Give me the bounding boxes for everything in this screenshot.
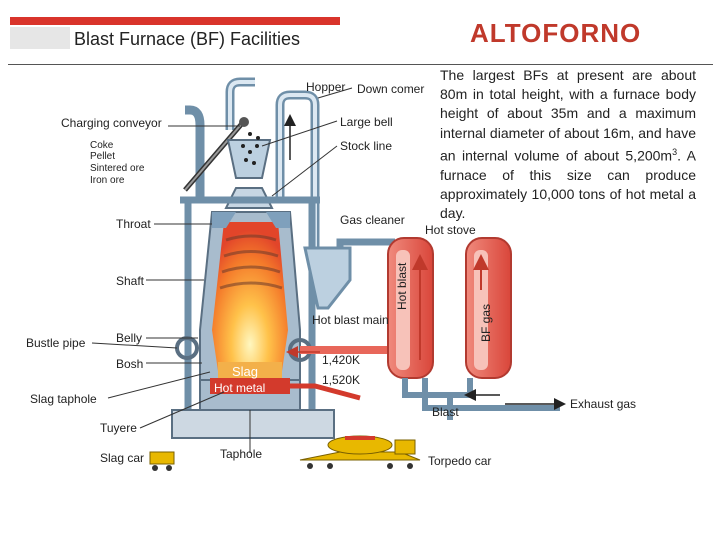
label-hot-blast-vertical: Hot blast [395, 262, 409, 310]
stove-2-chamber [474, 250, 488, 370]
charge-dots [241, 132, 260, 165]
label-exhaust-gas: Exhaust gas [570, 397, 636, 411]
label-stock-line: Stock line [340, 139, 392, 153]
label-gas-cleaner: Gas cleaner [340, 213, 405, 227]
hot-metal-layer [210, 378, 290, 394]
label-tuyere: Tuyere [100, 421, 137, 435]
down-comer-inner [228, 80, 317, 250]
label-bustle-pipe: Bustle pipe [26, 336, 86, 350]
label-iron-ore: Iron ore [90, 175, 125, 186]
stove-1-chamber [396, 250, 410, 370]
conveyor-pulley [239, 117, 249, 127]
label-hot-blast-main-text: Hot blast main [312, 313, 389, 327]
label-hopper: Hopper [306, 80, 345, 94]
label-blast: Blast [432, 405, 459, 419]
label-coke: Coke [90, 140, 114, 151]
label-taphole: Taphole [220, 447, 262, 461]
label-large-bell: Large bell [340, 115, 393, 129]
throat [212, 212, 236, 228]
header-red-bar [10, 17, 340, 25]
label-bf-gas-vertical: BF gas [479, 304, 493, 342]
title-divider [8, 64, 713, 65]
label-temp-1: 1,420K [322, 353, 360, 367]
label-slag-taphole: Slag taphole [30, 392, 97, 406]
label-slag-car: Slag car [100, 451, 144, 465]
description-text: The largest BFs at present are about 80m… [440, 66, 696, 223]
label-bosh: Bosh [116, 357, 143, 371]
label-hot-metal: Hot metal [214, 381, 265, 395]
label-sintered-ore: Sintered ore [90, 163, 145, 174]
foundation [171, 409, 335, 439]
label-temp-2: 1,520K [322, 373, 360, 387]
label-slag: Slag [232, 364, 258, 379]
slag-car [149, 451, 175, 471]
label-belly: Belly [116, 331, 142, 345]
label-throat: Throat [116, 217, 151, 231]
label-charging-conveyor: Charging conveyor [61, 116, 162, 130]
gas-pipe-to-stove [336, 238, 395, 248]
burden-layers [219, 234, 283, 290]
diagram-header: Blast Furnace (BF) Facilities [74, 29, 300, 49]
torpedo-car [299, 435, 421, 469]
furnace-interior [212, 222, 288, 385]
label-hot-blast-main: Hot blast main [312, 313, 389, 327]
slag-layer [218, 362, 282, 378]
label-down-comer: Down comer [357, 82, 424, 96]
label-shaft: Shaft [116, 274, 145, 288]
leader-lines [91, 87, 353, 453]
blast-piping [402, 378, 560, 420]
description-superscript: 3 [672, 146, 678, 157]
label-pellet: Pellet [90, 151, 115, 162]
hopper [226, 139, 272, 179]
slag-taphole-leader [107, 371, 211, 399]
support-frame [180, 196, 320, 430]
hot-metal-runner [255, 383, 361, 401]
description-main: The largest BFs at present are about 80m… [440, 67, 696, 164]
header-gray-bar [10, 27, 70, 49]
slide-title: ALTOFORNO [470, 18, 642, 48]
label-torpedo-car: Torpedo car [428, 454, 491, 468]
charging-conveyor-belt [184, 119, 246, 191]
throat-right [266, 212, 290, 228]
label-hot-stove: Hot stove [425, 223, 476, 237]
description-end: . A furnace of this size can produce app… [440, 147, 696, 222]
